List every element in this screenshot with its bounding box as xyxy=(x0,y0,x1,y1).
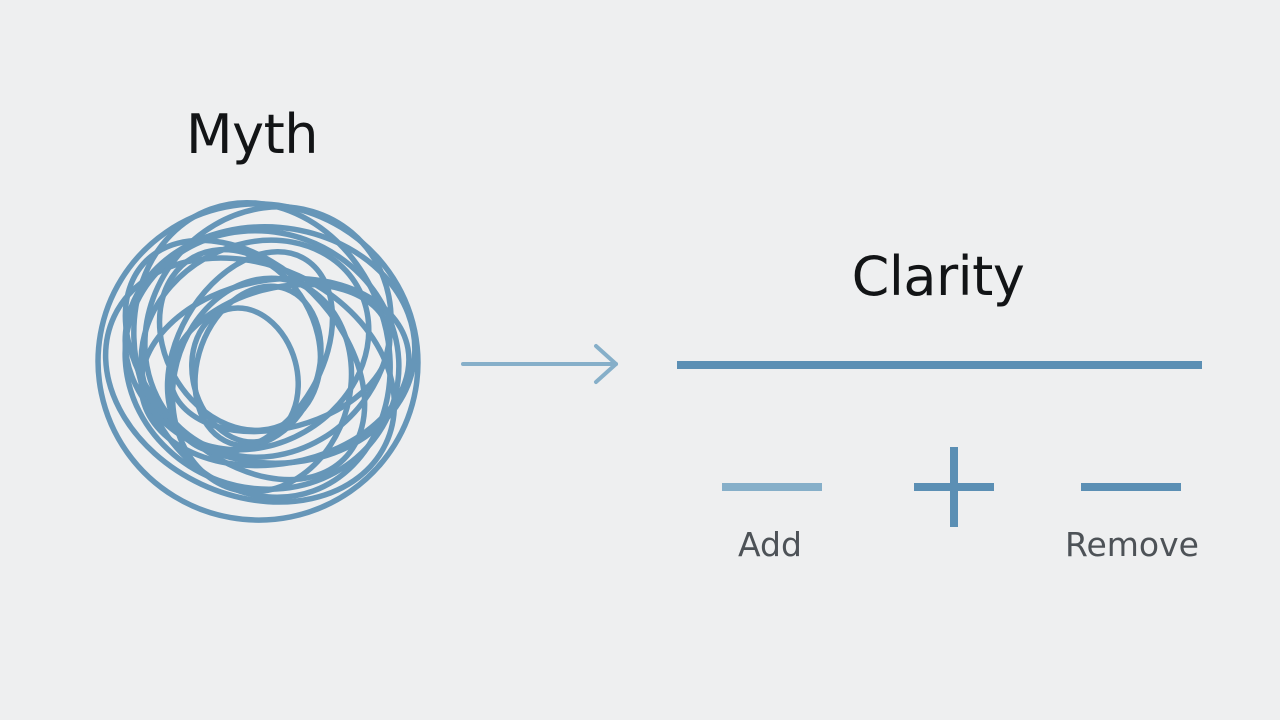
right-arrow-icon xyxy=(461,344,618,384)
remove-label: Remove xyxy=(1065,525,1199,564)
plus-icon xyxy=(914,447,994,527)
myth-title: Myth xyxy=(186,103,318,166)
clarity-title: Clarity xyxy=(851,245,1025,308)
tangled-scribble-icon xyxy=(95,199,421,523)
add-label: Add xyxy=(738,525,802,564)
